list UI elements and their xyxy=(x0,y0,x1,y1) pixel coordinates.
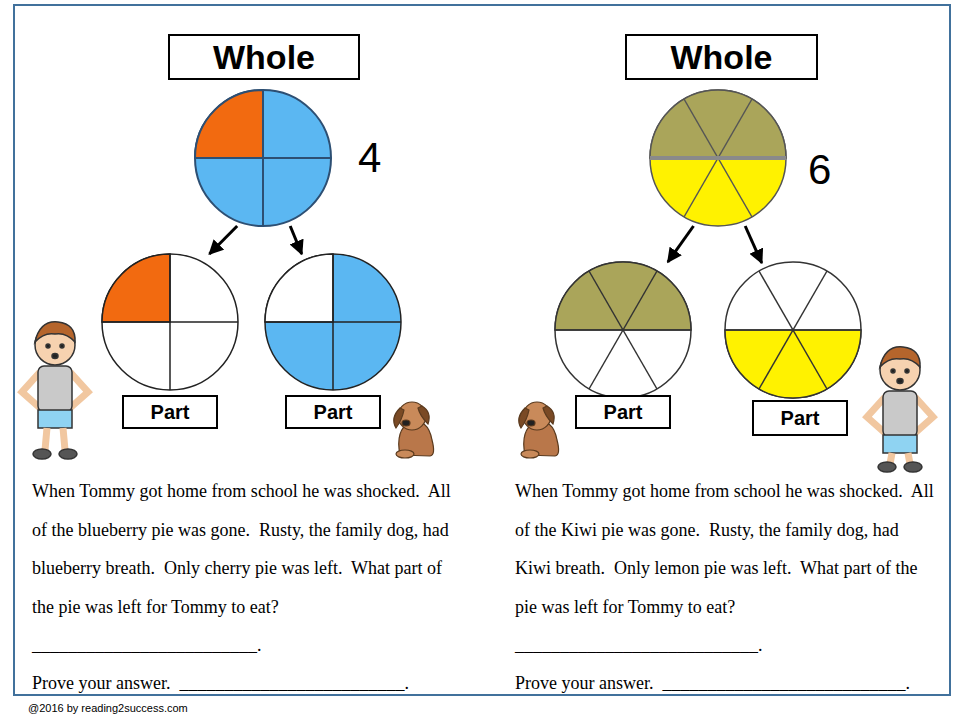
whole-pie-quarters-part xyxy=(262,90,264,226)
boy-figure-part xyxy=(883,435,917,453)
part-pie-cherry-part xyxy=(102,254,238,390)
boy-figure-part xyxy=(891,369,895,373)
dog-figure xyxy=(519,402,559,458)
whole-pie-quarters xyxy=(195,90,331,226)
split-arrow xyxy=(209,226,237,254)
dog-figure-part xyxy=(521,450,539,458)
part-pie-kiwi-part xyxy=(555,262,691,330)
part-label: Part xyxy=(781,407,820,430)
piece-count: 4 xyxy=(358,134,381,182)
part-box: Part xyxy=(575,395,671,429)
boy-figure-part xyxy=(880,347,920,367)
part-pie-lemon-part xyxy=(725,329,861,331)
copyright-note: @2016 by reading2success.com xyxy=(28,702,328,714)
part-label: Part xyxy=(151,401,190,424)
part-pie: Part xyxy=(265,254,401,429)
boy-figure-part xyxy=(45,428,47,450)
boy-figure-part xyxy=(33,449,51,459)
part-pie-cherry-part xyxy=(102,254,170,322)
story-text: When Tommy got home from school he was s… xyxy=(32,472,464,665)
part-pie-lemon xyxy=(725,262,861,398)
split-arrow xyxy=(290,226,302,254)
split-arrow xyxy=(745,226,762,263)
boy-figure-part xyxy=(59,449,77,459)
dog-figure-part xyxy=(396,450,414,458)
part-box: Part xyxy=(122,395,218,429)
dog-figure xyxy=(394,402,434,458)
boy-figure-part xyxy=(878,462,896,472)
dog-figure-part xyxy=(402,420,410,426)
boy-figure-part xyxy=(38,366,72,412)
part-pie-kiwi xyxy=(555,262,691,398)
whole-pie-sixths xyxy=(650,90,786,226)
part-pie-blueberry-part xyxy=(265,254,401,390)
boy-figure-part xyxy=(904,462,922,472)
part-pie-blueberry xyxy=(265,254,401,390)
page-frame xyxy=(14,5,950,695)
part-box: Part xyxy=(752,400,848,436)
story-text: When Tommy got home from school he was s… xyxy=(515,472,937,665)
whole-pie-sixths-part xyxy=(650,90,786,226)
whole-pie-sixths-part xyxy=(650,90,786,158)
whole-pie: 4 xyxy=(195,90,331,226)
part-pie-lemon-part xyxy=(725,330,861,398)
whole-heading: Whole xyxy=(671,38,773,77)
boy-figure-part xyxy=(883,391,917,437)
prove-line: Prove your answer. _____________________… xyxy=(32,664,472,703)
whole-pie-sixths-part xyxy=(650,156,786,160)
boy-figure-part xyxy=(46,344,50,348)
part-pie-blueberry-part xyxy=(265,254,333,322)
whole-heading: Whole xyxy=(213,38,315,77)
part-pie-kiwi-part xyxy=(555,329,691,331)
part-pie-cherry-part xyxy=(169,254,171,390)
whole-box: Whole xyxy=(168,34,360,80)
whole-pie-quarters-part xyxy=(195,90,263,158)
boy-figure-part xyxy=(63,428,65,450)
boy-figure-part xyxy=(35,322,75,342)
part-label: Part xyxy=(604,401,643,424)
dog-figure-part xyxy=(543,406,554,424)
part-pie-lemon-part xyxy=(725,262,861,398)
part-box: Part xyxy=(285,395,381,429)
split-arrow xyxy=(668,226,694,262)
part-pie: Part xyxy=(725,263,861,436)
dog-figure-part xyxy=(527,420,535,426)
part-pie: Part xyxy=(102,254,238,429)
prove-line: Prove your answer. _____________________… xyxy=(515,664,945,703)
boy-figure-part xyxy=(905,369,909,373)
part-label: Part xyxy=(314,401,353,424)
whole-pie: 6 xyxy=(650,90,786,226)
boy-figure-part xyxy=(38,410,72,428)
page-frame-part xyxy=(14,5,950,695)
part-pie-cherry xyxy=(102,254,238,390)
boy-figure-part xyxy=(52,354,58,359)
part-pie: Part xyxy=(555,262,691,429)
part-pie-kiwi-part xyxy=(555,262,691,398)
dog-figure-part xyxy=(418,406,429,424)
whole-pie-quarters-part xyxy=(195,90,331,226)
boy-figure xyxy=(867,347,933,472)
piece-count: 6 xyxy=(808,146,831,194)
boy-figure xyxy=(22,322,88,459)
whole-box: Whole xyxy=(625,34,818,80)
boy-figure-part xyxy=(897,379,903,384)
part-pie-blueberry-part xyxy=(332,254,334,390)
boy-figure-part xyxy=(60,344,64,348)
